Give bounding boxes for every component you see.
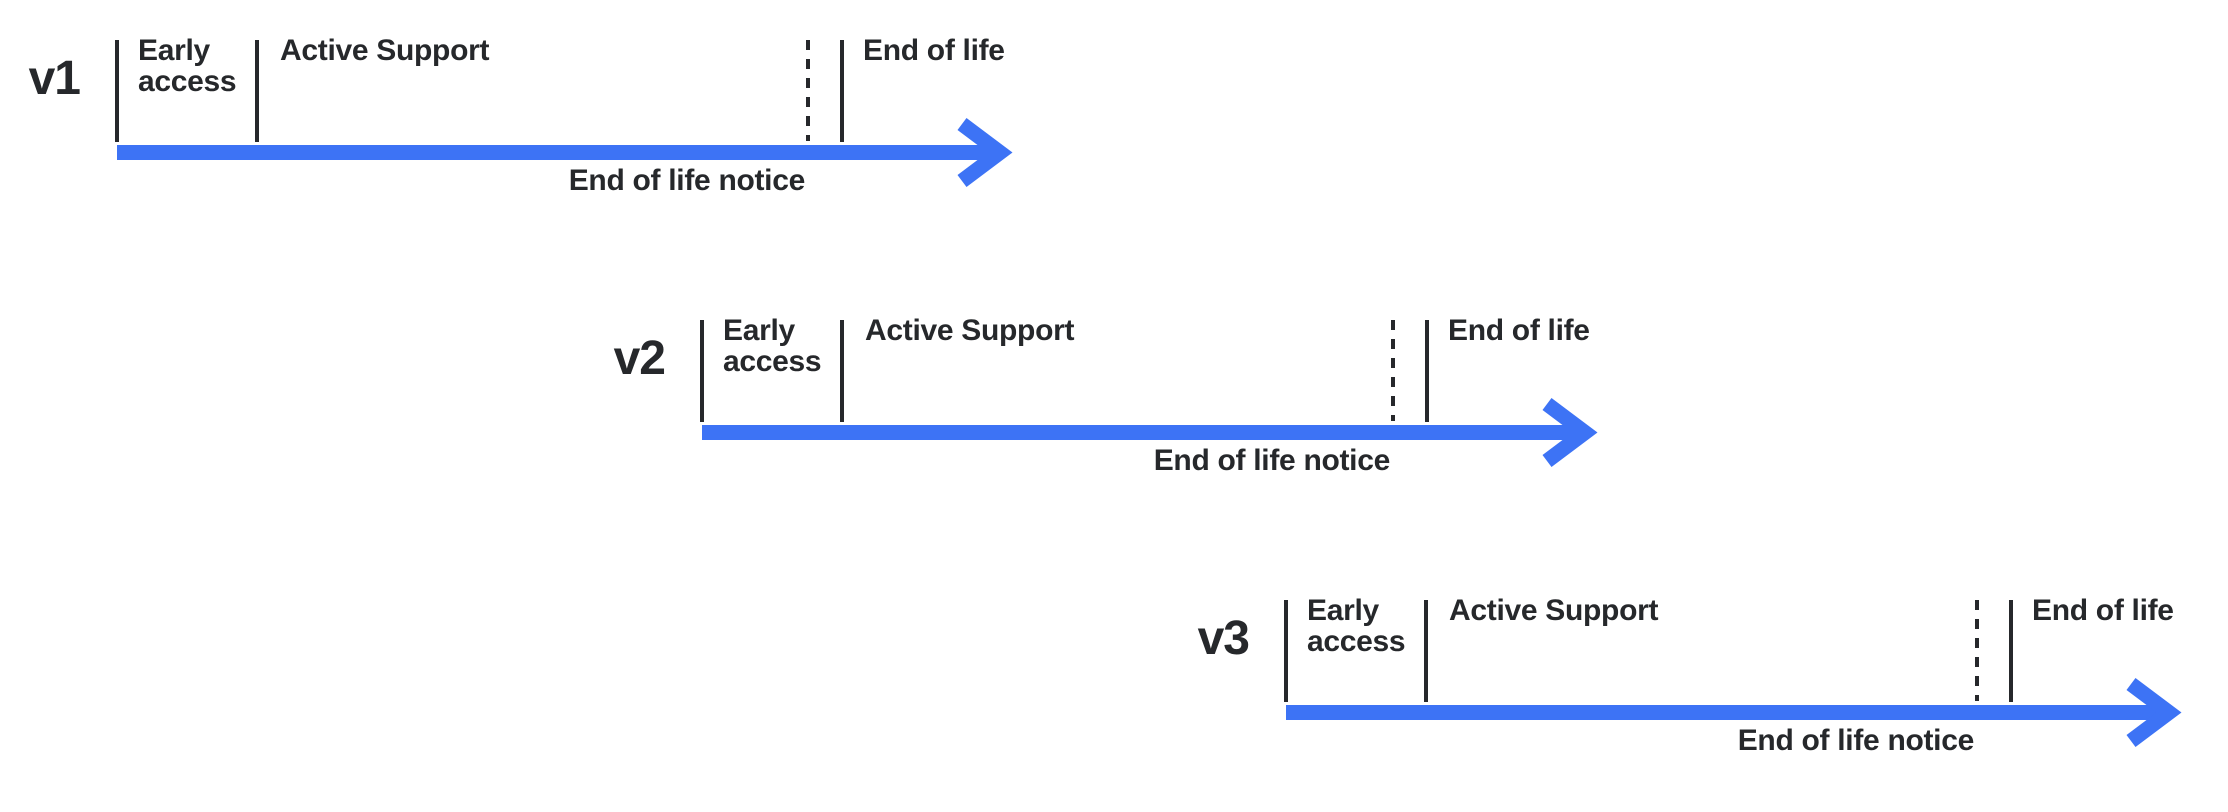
end-of-life-tick bbox=[2009, 600, 2013, 702]
end-of-life-label: End of life bbox=[863, 34, 1005, 67]
timeline-start-tick bbox=[700, 320, 704, 422]
early-access-label: Early access bbox=[1307, 594, 1406, 658]
active-support-label: Active Support bbox=[865, 314, 1075, 347]
timeline-arrow-icon bbox=[1286, 678, 2182, 747]
early-access-label: Early access bbox=[138, 34, 237, 98]
eol-notice-dashed-line bbox=[1975, 600, 1979, 701]
timeline-arrow-icon bbox=[702, 398, 1598, 467]
eol-notice-label: End of life notice bbox=[1153, 444, 1391, 477]
end-of-life-label: End of life bbox=[2032, 594, 2174, 627]
version-label: v2 bbox=[613, 332, 666, 385]
active-support-label: Active Support bbox=[1449, 594, 1659, 627]
timeline-start-tick bbox=[1284, 600, 1288, 702]
active-support-label: Active Support bbox=[280, 34, 490, 67]
end-of-life-tick bbox=[1425, 320, 1429, 422]
version-label: v1 bbox=[28, 52, 81, 105]
eol-notice-dashed-line bbox=[806, 40, 810, 141]
eol-notice-label: End of life notice bbox=[568, 164, 806, 197]
active-support-start-tick bbox=[840, 320, 844, 422]
timeline-row-v2: v2 Early access Active Support End of li… bbox=[502, 300, 1712, 515]
active-support-start-tick bbox=[1424, 600, 1428, 702]
early-access-label: Early access bbox=[723, 314, 822, 378]
timeline-row-v3: v3 Early access Active Support End of li… bbox=[1086, 580, 2228, 795]
eol-notice-label: End of life notice bbox=[1737, 724, 1975, 757]
end-of-life-label: End of life bbox=[1448, 314, 1590, 347]
end-of-life-tick bbox=[840, 40, 844, 142]
eol-notice-dashed-line bbox=[1391, 320, 1395, 421]
timeline-start-tick bbox=[115, 40, 119, 142]
timeline-row-v1: v1 Early access Active Support End of li… bbox=[0, 20, 1127, 235]
version-label: v3 bbox=[1197, 612, 1250, 665]
active-support-start-tick bbox=[255, 40, 259, 142]
timeline-arrow-icon bbox=[117, 118, 1013, 187]
